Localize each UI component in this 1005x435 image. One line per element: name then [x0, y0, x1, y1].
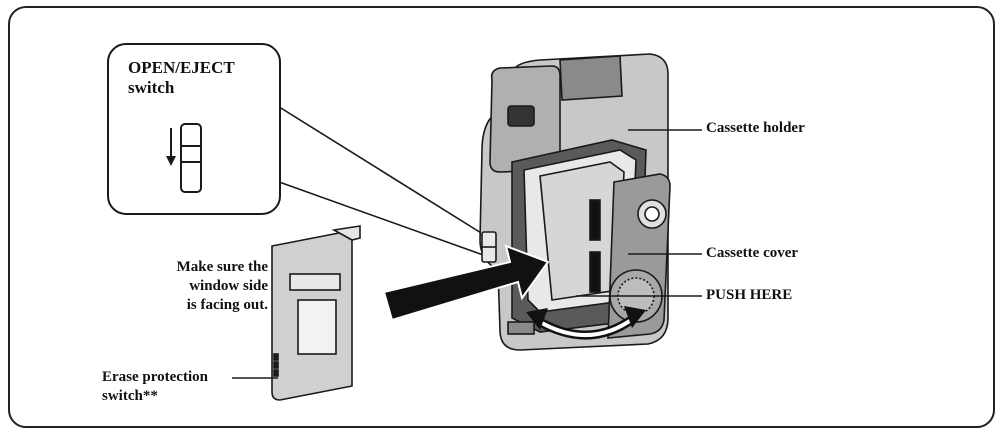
open-eject-label-line1: OPEN/EJECT [128, 58, 235, 77]
open-eject-switch-icon [166, 123, 202, 193]
window-side-note-line2: window side [189, 278, 268, 294]
push-curved-arrow [526, 306, 646, 340]
push-here-label: PUSH HERE [706, 287, 793, 303]
erase-protection-label: Erase protection switch** [102, 368, 208, 406]
window-side-note: Make sure the window side is facing out. [128, 258, 268, 315]
cassette-tape [271, 225, 361, 401]
cassette-cover-label: Cassette cover [706, 245, 799, 261]
window-side-note-line1: Make sure the [176, 259, 268, 275]
insert-direction-arrow [382, 244, 550, 322]
open-eject-switch-label: OPEN/EJECT switch [128, 58, 235, 98]
open-eject-label-line2: switch [128, 78, 175, 97]
erase-protection-label-line2: switch** [102, 388, 158, 404]
erase-protection-label-line1: Erase protection [102, 369, 208, 385]
window-side-note-line3: is facing out. [186, 297, 268, 313]
inset-callout-lines [267, 99, 487, 257]
diagram-frame [8, 6, 995, 428]
camcorder-body [479, 53, 671, 351]
cassette-holder-label: Cassette holder [706, 120, 805, 136]
leader-lines [232, 129, 702, 379]
